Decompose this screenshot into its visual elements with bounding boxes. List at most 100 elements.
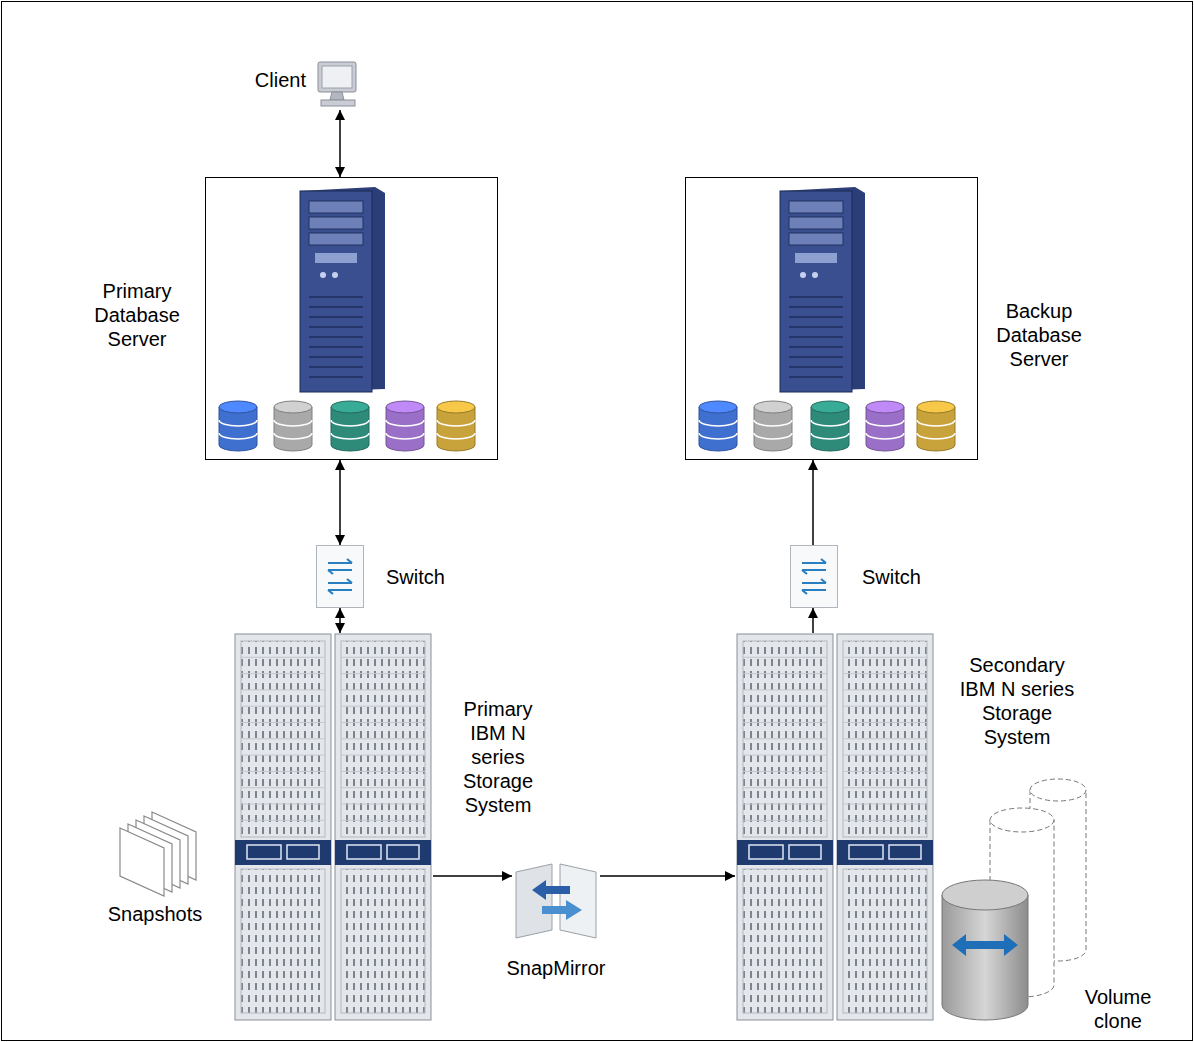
drive-bay: [309, 233, 363, 245]
rack-shelf-line: [341, 771, 425, 772]
server-node: Primary Database Server: [205, 177, 498, 460]
rack-art: [735, 633, 935, 1022]
power-button: [800, 272, 806, 278]
rack-logo: [287, 845, 319, 859]
power-button: [812, 272, 818, 278]
tower-side: [300, 187, 385, 392]
switch-art: [316, 545, 364, 608]
server-art: [205, 177, 498, 460]
cylinder-stripe: [811, 420, 849, 426]
cylinder-stripe: [754, 433, 792, 439]
connector-arrow: [339, 460, 341, 545]
vent-line: [309, 326, 363, 328]
cylinder-stripe: [699, 420, 737, 426]
cylinder-stripe: [274, 433, 312, 439]
rack-frame: [235, 634, 331, 1020]
rack-node: Secondary IBM N series Storage System: [735, 633, 935, 1022]
server-box-border: [206, 178, 498, 460]
rack-cabinet: [335, 634, 431, 1020]
rack-shelf-line: [341, 689, 425, 690]
switch-arrow: [328, 579, 352, 583]
rack-shelf-line: [843, 804, 927, 805]
switch-arrow: [802, 579, 826, 583]
cylinder-stripe: [219, 420, 257, 426]
cylinder-body: [866, 407, 904, 451]
connector-arrow: [812, 608, 814, 633]
rack-shelf-line: [743, 738, 827, 739]
cylinder-stripe: [811, 433, 849, 439]
rack-grille: [843, 641, 927, 837]
cylinder-body: [754, 407, 792, 451]
rack-logo: [789, 845, 821, 859]
rack-shelf-line: [743, 706, 827, 707]
cylinder-top: [386, 401, 424, 413]
rack-grille: [743, 869, 827, 1013]
rack-bezel-band: [335, 840, 431, 865]
rack-shelf-line: [743, 722, 827, 723]
switch-box: [791, 546, 838, 608]
switch-box: [317, 546, 364, 608]
snapshot-page: [120, 828, 164, 896]
power-button: [320, 272, 326, 278]
rack-shelf-line: [743, 673, 827, 674]
rack-shelf-line: [241, 755, 325, 756]
mirror-art: [512, 860, 600, 940]
snapshots-icon: [120, 812, 196, 896]
figure-label: Volume clone: [1080, 985, 1156, 1033]
rack-shelf-line: [241, 722, 325, 723]
client-node: Client: [316, 60, 360, 110]
volume-cylinder-top: [942, 880, 1028, 910]
rack-shelf-line: [843, 787, 927, 788]
cylinder-body: [386, 407, 424, 451]
rack-shelf-line: [241, 738, 325, 739]
cylinder-body: [917, 407, 955, 451]
drive-slot: [795, 253, 837, 263]
cylinder-top: [811, 401, 849, 413]
rack-shelf-line: [341, 820, 425, 821]
server-art: [685, 177, 978, 460]
vent-line: [309, 336, 363, 338]
clone-cylinder-top: [1030, 779, 1086, 801]
tower-side: [780, 187, 865, 392]
mirror-panel: [560, 864, 596, 938]
rack-shelf-line: [743, 820, 827, 821]
monitor-stand: [330, 92, 344, 100]
rack-shelf-line: [241, 804, 325, 805]
rack-shelf-line: [241, 689, 325, 690]
database-cylinder: [699, 401, 737, 451]
switch-node: Switch: [790, 545, 838, 608]
server-node: Backup Database Server: [685, 177, 978, 460]
rack-shelf-line: [341, 706, 425, 707]
monitor-screen: [322, 66, 352, 88]
tower-server: [300, 187, 385, 392]
rack-shelf-line: [843, 771, 927, 772]
connector-arrow: [600, 875, 735, 877]
rack-grille: [743, 641, 827, 837]
mirror-arrow: [532, 880, 570, 900]
rack-shelf-line: [341, 673, 425, 674]
cylinder-stripe: [917, 433, 955, 439]
node-label: Switch: [386, 565, 466, 589]
rack-cabinet: [837, 634, 933, 1020]
switch-arrow: [802, 559, 826, 563]
vent-line: [789, 316, 843, 318]
cylinder-stripe: [331, 420, 369, 426]
switch-arrow: [802, 590, 826, 594]
cylinder-stripe: [386, 433, 424, 439]
rack-shelf-line: [241, 657, 325, 658]
mirror-arrow: [542, 900, 582, 920]
vent-line: [789, 366, 843, 368]
rack-logo: [347, 845, 381, 859]
rack-shelf-line: [241, 787, 325, 788]
rack-shelf-line: [341, 787, 425, 788]
rack-shelf-line: [341, 657, 425, 658]
power-button: [332, 272, 338, 278]
node-label: Primary IBM N series Storage System: [449, 697, 547, 817]
clone-double-arrow: [952, 934, 1018, 956]
drive-bay: [309, 201, 363, 213]
rack-shelf-line: [341, 755, 425, 756]
vent-line: [789, 306, 843, 308]
